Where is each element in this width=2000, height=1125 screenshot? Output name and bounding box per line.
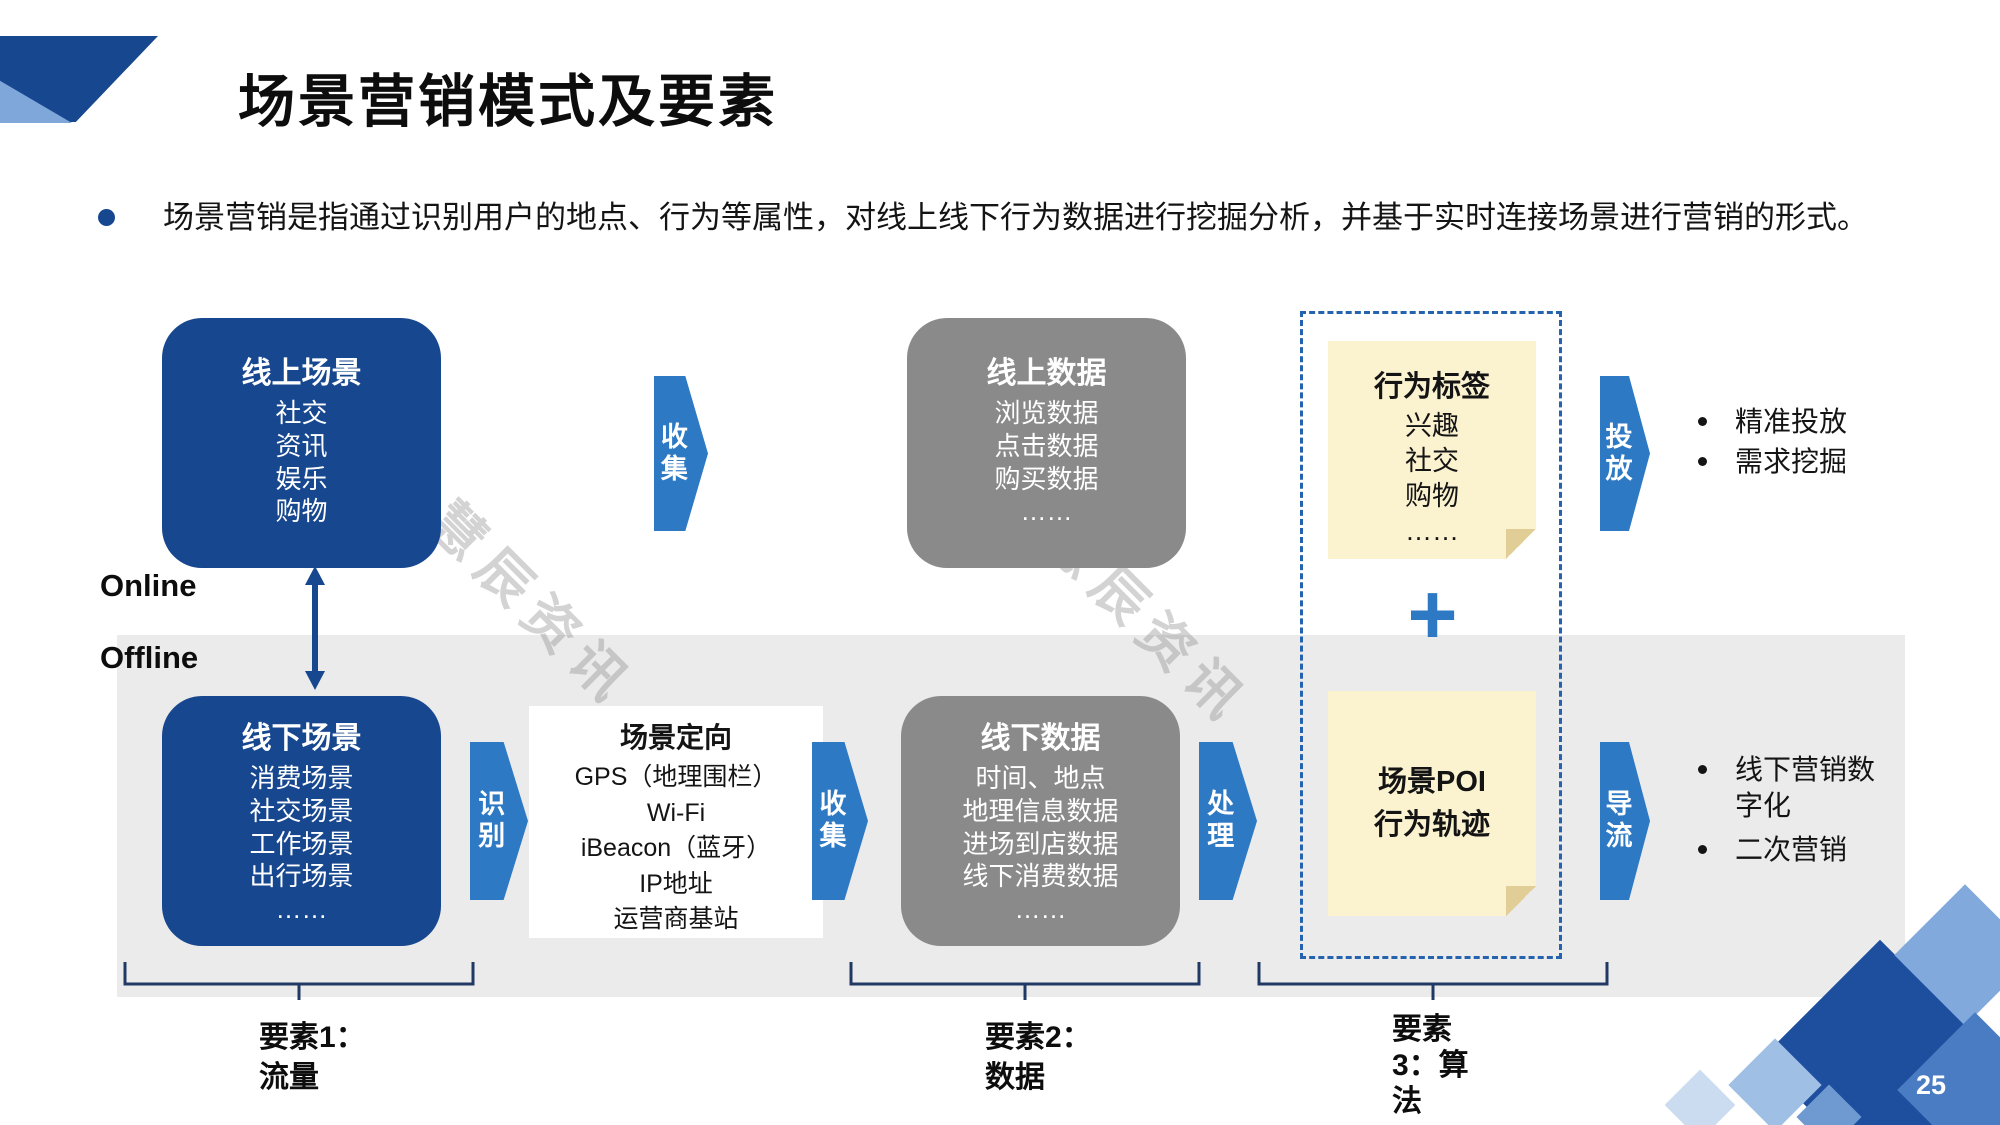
behavior-tag-note: 行为标签 兴趣 社交 购物 …… — [1328, 341, 1536, 559]
arrow-label: 识别 — [474, 789, 505, 853]
plus-sign: + — [1407, 567, 1458, 663]
card-item: 社交 — [275, 398, 328, 428]
note-item: …… — [1405, 516, 1459, 547]
note-title: 场景POI 行为轨迹 — [1373, 766, 1490, 841]
card-item: 出行场景 — [249, 861, 354, 892]
page-title: 场景营销模式及要素 — [238, 70, 778, 134]
online-offline-double-arrow — [305, 566, 325, 690]
card-item: 线下消费数据 — [962, 861, 1119, 892]
box-item: 运营商基站 — [613, 905, 739, 933]
card-title: 线上场景 — [241, 357, 362, 390]
card-title: 线下数据 — [980, 722, 1101, 755]
bullet-icon — [1698, 845, 1707, 854]
card-title: 线上数据 — [986, 357, 1107, 390]
folded-corner — [1506, 529, 1536, 559]
note-item: 兴趣 — [1405, 411, 1459, 441]
element3-brace — [1257, 962, 1609, 1000]
box-item: GPS（地理围栏） — [574, 763, 778, 791]
bullet-icon — [1698, 417, 1707, 426]
output-text: 二次营销 — [1735, 834, 1848, 865]
description-row: 场景营销是指通过识别用户的地点、行为等属性，对线上线下行为数据进行挖掘分析，并基… — [98, 196, 1928, 240]
card-item: 工作场景 — [249, 828, 354, 859]
box-item: iBeacon（蓝牙） — [580, 834, 772, 862]
card-items: 社交 资讯 娱乐 购物 — [162, 397, 441, 528]
card-item: 消费场景 — [249, 763, 354, 793]
page-number: 25 — [1916, 1070, 1947, 1100]
card-item: 社交场景 — [249, 795, 354, 826]
output-item: 精准投放 — [1698, 404, 1847, 440]
card-items: 消费场景 社交场景 工作场景 出行场景 …… — [162, 762, 441, 926]
card-item: …… — [275, 894, 328, 924]
box-item: Wi-Fi — [646, 798, 706, 827]
output-item: 需求挖掘 — [1698, 444, 1847, 480]
deliver-arrow: 投放 — [1600, 376, 1650, 531]
element1-label: 要素1： 流量 — [259, 1021, 366, 1094]
note-title: 行为标签 — [1373, 371, 1490, 403]
element2-label: 要素2： 数据 — [985, 1021, 1092, 1094]
offline-data-card: 线下数据 时间、地点 地理信息数据 进场到店数据 线下消费数据 …… — [901, 696, 1180, 946]
note-items: 兴趣 社交 购物 …… — [1328, 409, 1536, 549]
note-item: 社交 — [1405, 446, 1459, 477]
box-items: GPS（地理围栏） Wi-Fi iBeacon（蓝牙） IP地址 运营商基站 — [529, 760, 823, 938]
card-item: 点击数据 — [994, 430, 1099, 461]
element1-brace — [123, 962, 475, 1000]
card-items: 浏览数据 点击数据 购买数据 …… — [907, 397, 1186, 528]
card-item: 时间、地点 — [975, 763, 1106, 793]
card-title: 线下场景 — [241, 722, 362, 755]
card-items: 时间、地点 地理信息数据 进场到店数据 线下消费数据 …… — [901, 762, 1180, 926]
output-item: 线下营销数字化 — [1698, 752, 1887, 824]
card-item: 浏览数据 — [994, 398, 1099, 428]
box-title: 场景定向 — [619, 722, 732, 753]
element2-brace — [849, 962, 1201, 1000]
folded-corner — [1506, 886, 1536, 916]
scene-poi-note: 场景POI 行为轨迹 — [1328, 691, 1536, 916]
offline-scene-card: 线下场景 消费场景 社交场景 工作场景 出行场景 …… — [162, 696, 441, 946]
online-label: Online — [100, 568, 197, 603]
output-text: 线下营销数字化 — [1735, 754, 1876, 821]
note-item: 购物 — [1405, 481, 1459, 512]
offline-label: Offline — [100, 640, 199, 675]
card-item: 娱乐 — [275, 463, 328, 494]
arrow-label: 导流 — [1601, 789, 1632, 853]
arrow-label: 收集 — [656, 421, 687, 486]
description-text: 场景营销是指通过识别用户的地点、行为等属性，对线上线下行为数据进行挖掘分析，并基… — [163, 200, 1868, 235]
algorithm-dashed-frame — [1300, 311, 1562, 959]
online-scene-card: 线上场景 社交 资讯 娱乐 购物 — [162, 318, 441, 568]
output-item: 二次营销 — [1698, 832, 1847, 868]
online-data-card: 线上数据 浏览数据 点击数据 购买数据 …… — [907, 318, 1186, 568]
card-item: 地理信息数据 — [962, 795, 1119, 826]
card-item: 进场到店数据 — [962, 828, 1119, 859]
arrow-label: 投放 — [1601, 421, 1632, 486]
decor-diamond — [1664, 1069, 1736, 1125]
bullet-icon — [1698, 457, 1707, 466]
scene-targeting-box: 场景定向 GPS（地理围栏） Wi-Fi iBeacon（蓝牙） IP地址 运营… — [529, 706, 823, 938]
card-item: …… — [1020, 496, 1073, 527]
card-item: 资讯 — [275, 430, 328, 461]
collect-arrow-top: 收集 — [654, 376, 708, 531]
card-item: 购买数据 — [994, 463, 1099, 494]
bullet-icon — [98, 209, 115, 226]
card-item: …… — [1014, 894, 1067, 924]
arrow-label: 处理 — [1203, 789, 1234, 853]
arrow-label: 收集 — [815, 789, 846, 853]
output-text: 需求挖掘 — [1735, 446, 1848, 477]
element3-label: 要素 3：算 法 — [1392, 1013, 1469, 1118]
bullet-icon — [1698, 765, 1707, 774]
card-item: 购物 — [275, 496, 328, 527]
output-text: 精准投放 — [1735, 406, 1848, 437]
box-item: IP地址 — [639, 869, 713, 898]
